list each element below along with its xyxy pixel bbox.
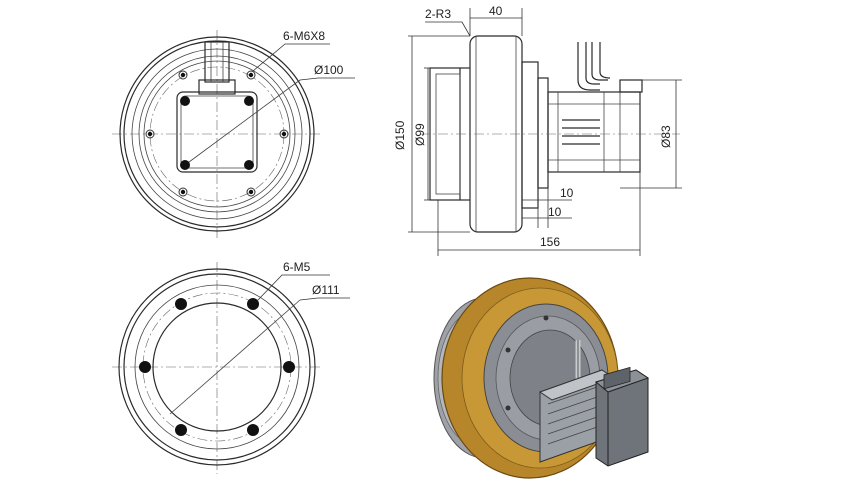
gap-upper-dimension: 10 [560, 186, 574, 200]
side-view: 40 2-R3 Ø150 Ø99 Ø83 10 10 156 [393, 4, 682, 256]
thread-callout-top: 6-M6X8 [283, 29, 325, 43]
motor-fins [562, 119, 600, 145]
front-view-bottom: 6-M5 Ø111 [112, 260, 350, 474]
wheel-3d-render [433, 277, 650, 479]
front-view-top: 6-M6X8 Ø100 [112, 29, 355, 240]
thread-callout-bottom: 6-M5 [283, 260, 311, 274]
motor-diameter-dimension: Ø83 [659, 125, 673, 148]
bolt-circle-diameter-top: Ø100 [314, 63, 344, 77]
wheel-width-dimension: 40 [489, 4, 503, 18]
wheel-diameter-dimension: Ø150 [393, 120, 407, 150]
overall-length-dimension: 156 [540, 235, 560, 249]
gap-lower-dimension: 10 [548, 205, 562, 219]
bolt-holes-m5 [139, 298, 295, 436]
bolt-circle-diameter-bottom: Ø111 [312, 283, 340, 297]
hub-diameter-dimension: Ø99 [413, 123, 427, 146]
bolt-holes-m6 [145, 70, 289, 197]
fillet-callout: 2-R3 [425, 7, 451, 21]
